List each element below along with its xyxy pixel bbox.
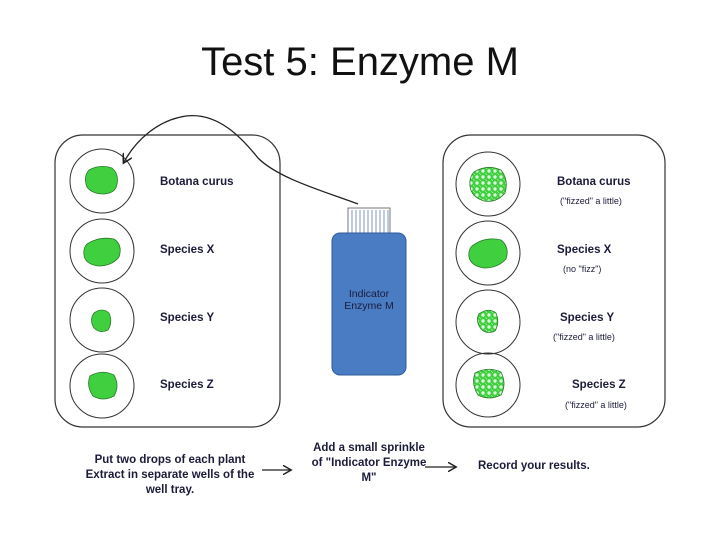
fizzing-extract-blob [473,368,505,399]
well [69,287,135,353]
sprinkle-arrow [124,115,359,205]
species-label-before: Species X [160,244,215,256]
species-label-before: Species Z [160,379,214,391]
species-label-after: Species X [557,244,612,256]
step-2-caption: Add a small sprinkle of "Indicator Enzym… [311,442,427,484]
step-3-caption: Record your results. [478,460,590,472]
well-tray-after [442,134,666,428]
fizzing-extract-blob [469,167,507,202]
plant-extract-blob [83,237,121,267]
well-tray-before [54,134,281,428]
result-note: ("fizzed" a little) [560,196,622,206]
well [455,220,521,286]
bottle-label-line2: Enzyme M [344,300,394,312]
well [455,151,521,217]
wells-before [69,148,135,419]
bottle-cap [347,207,391,235]
well [69,353,135,419]
plant-extract-blob [88,371,118,400]
bottle-label: Indicator Enzyme M [329,288,409,312]
page-title: Test 5: Enzyme M [201,40,519,84]
result-note: ("fizzed" a little) [553,332,615,342]
result-note: (no "fizz") [563,264,602,274]
species-label-after: Species Y [560,312,615,324]
wells-after [455,151,521,418]
well [455,352,521,418]
species-label-after: Botana curus [557,176,631,188]
bottle-body [331,232,407,376]
species-label-before: Species Y [160,312,215,324]
result-note: ("fizzed" a little) [565,400,627,410]
step-1-caption: Put two drops of each plant Extract in s… [85,454,255,496]
plant-extract-blob [468,238,508,269]
well [69,218,135,284]
plant-extract-blob [91,309,112,332]
fizzing-extract-blob [477,309,499,333]
bottle-label-line1: Indicator [348,288,390,300]
species-label-before: Botana curus [160,176,234,188]
indicator-bottle [331,207,407,376]
species-label-after: Species Z [572,379,626,391]
plant-extract-blob [85,166,118,195]
well [69,148,135,214]
well [455,289,521,355]
